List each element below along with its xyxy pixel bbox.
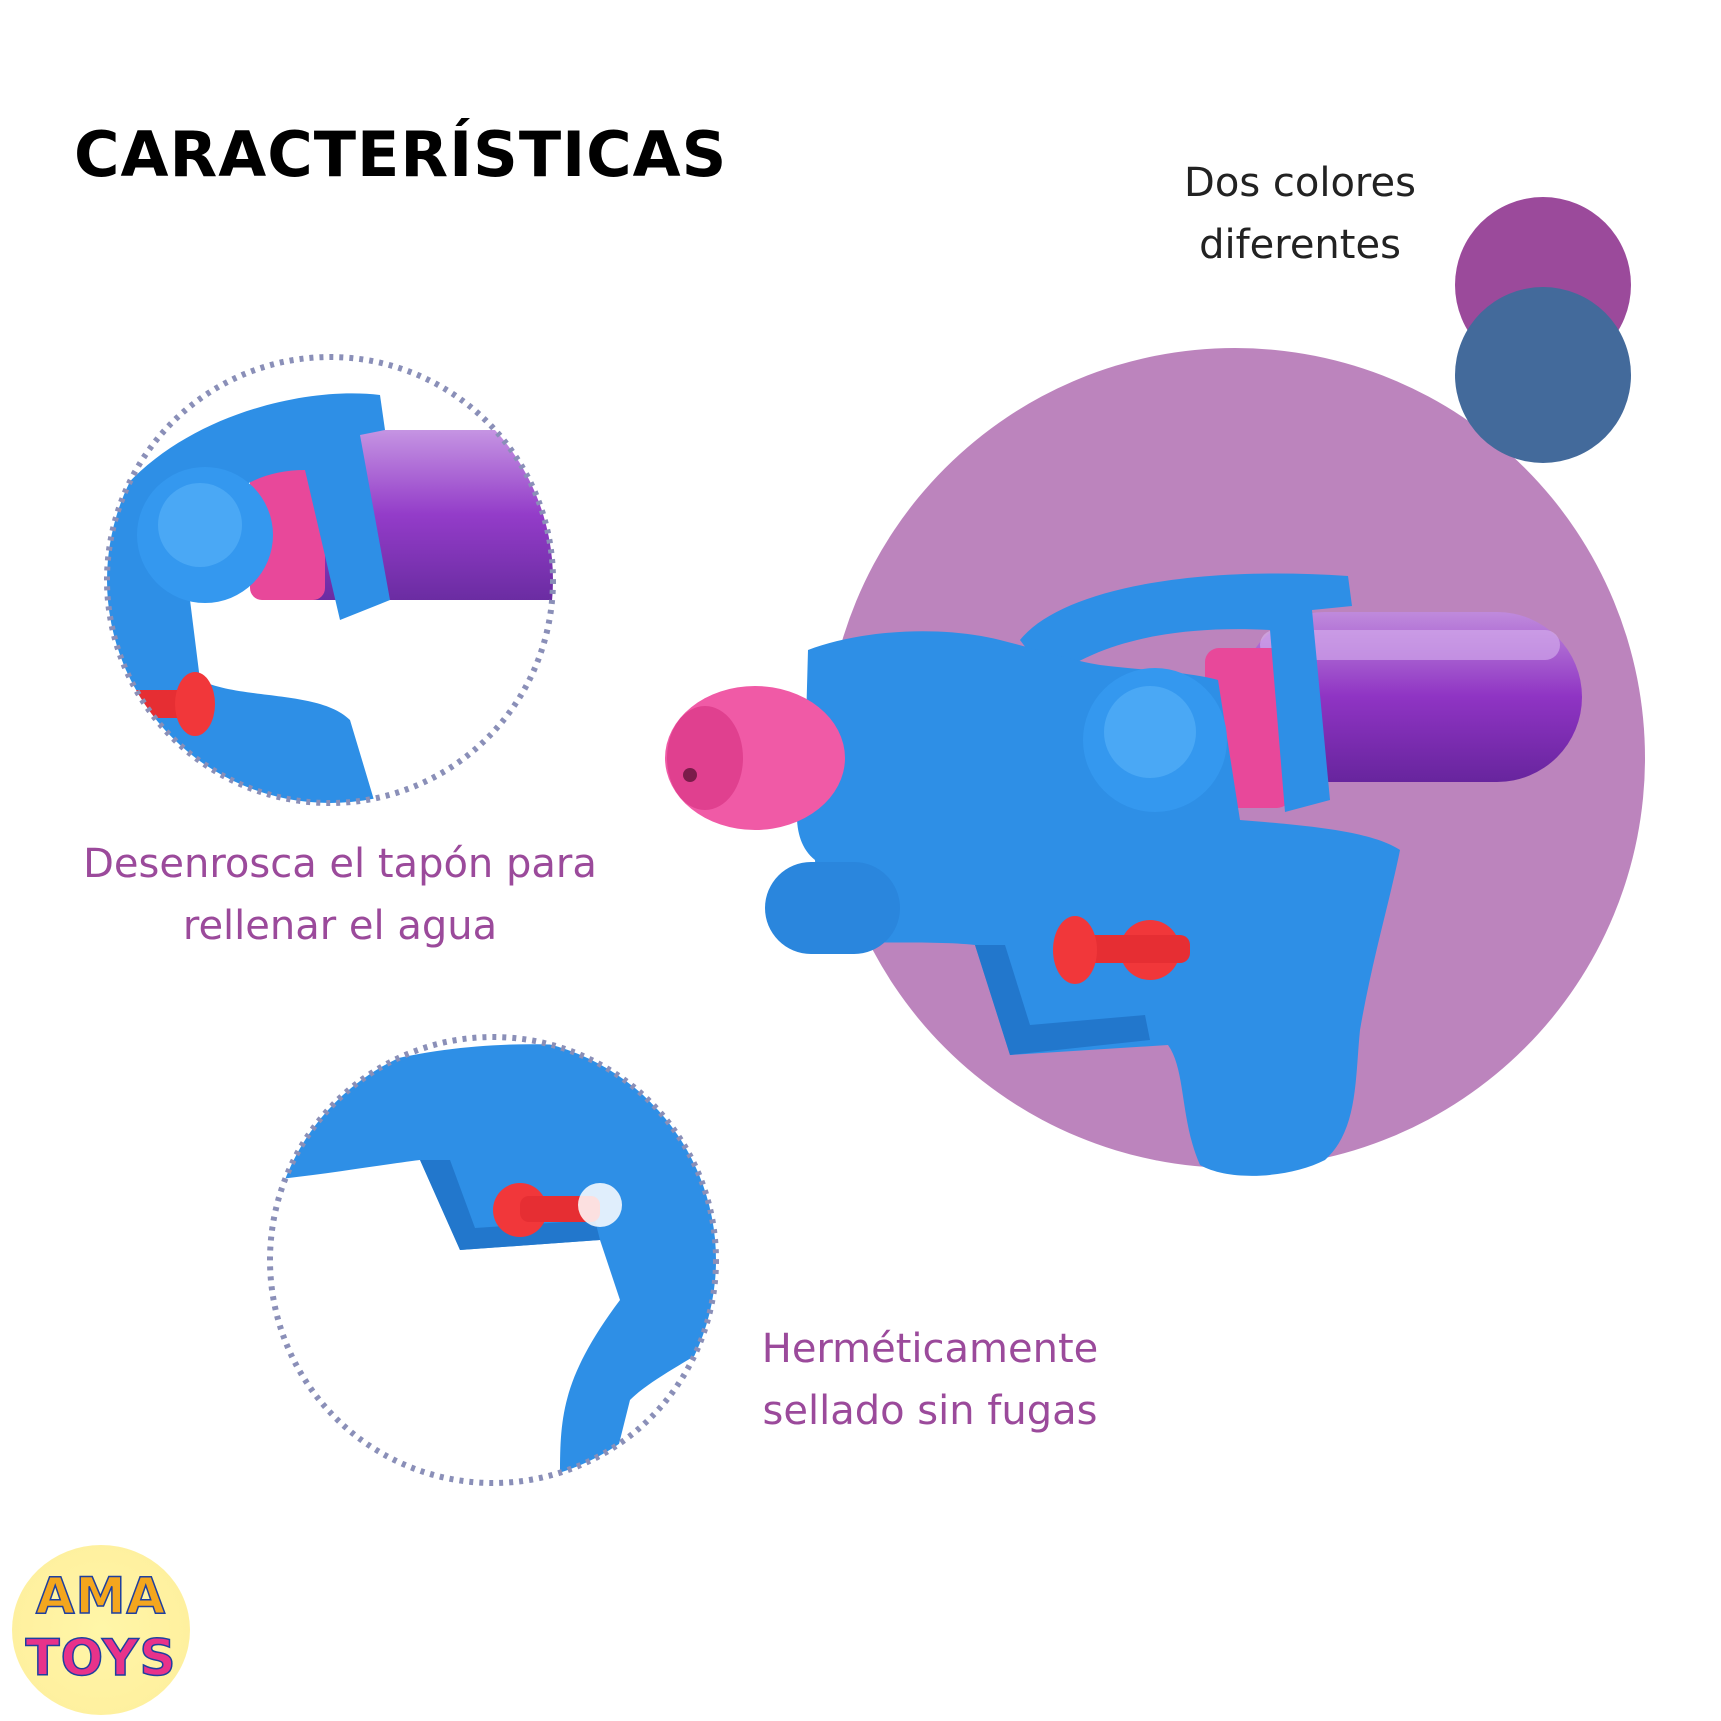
amatoys-logo: AMA TOYS	[12, 1545, 190, 1715]
water-gun-image	[665, 573, 1582, 1176]
swatch-blue	[1455, 287, 1631, 463]
page-title: CARACTERÍSTICAS	[74, 118, 728, 191]
feature-unscrew-cap-text: Desenrosca el tapón para rellenar el agu…	[83, 841, 597, 949]
feature-sealed-text: Herméticamente sellado sin fugas	[761, 1326, 1099, 1434]
feature-two-colors-text: Dos colores diferentes	[1184, 160, 1416, 268]
pump-cap-closeup-image	[104, 354, 556, 806]
logo-text-ama: AMA	[35, 1566, 167, 1626]
logo-text-toys: TOYS	[25, 1628, 177, 1688]
trigger-closeup-image	[267, 1034, 719, 1486]
